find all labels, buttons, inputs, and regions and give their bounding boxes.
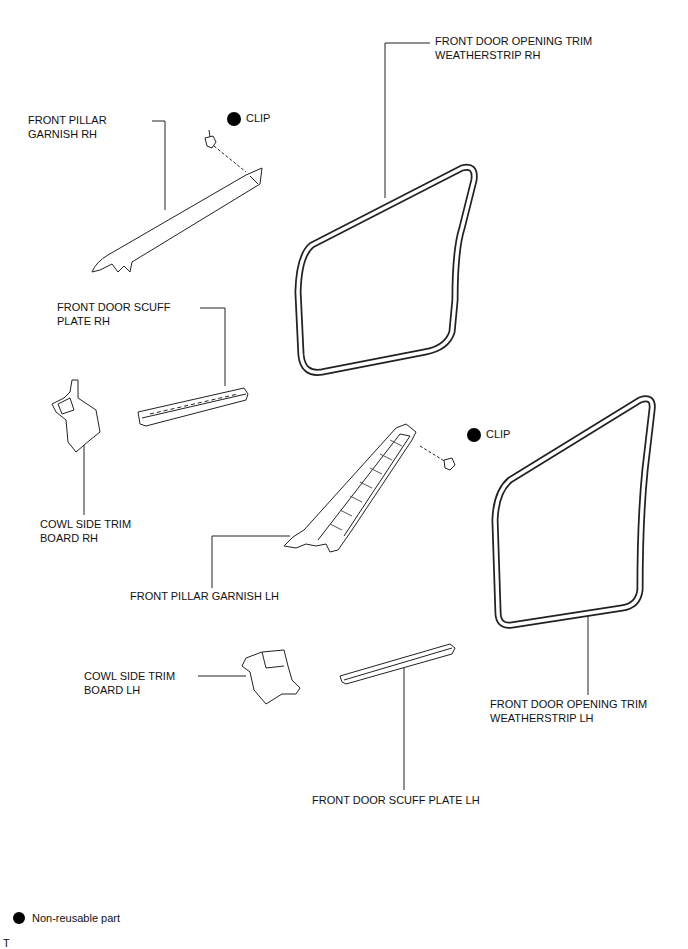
part-name: FRONT DOOR OPENING TRIM WEATHERSTRIP RH — [435, 34, 625, 62]
part-name: FRONT DOOR SCUFF PLATE RH — [57, 300, 187, 328]
part-name: FRONT PILLAR GARNISH RH — [28, 113, 128, 141]
clip-label: CLIP — [246, 111, 306, 125]
part-name: COWL SIDE TRIM BOARD LH — [84, 669, 194, 697]
legend-dot — [13, 912, 25, 924]
part-name: COWL SIDE TRIM BOARD RH — [40, 517, 150, 545]
part-name: FRONT DOOR OPENING TRIM WEATHERSTRIP LH — [490, 697, 680, 725]
part-name: FRONT PILLAR GARNISH LH — [130, 589, 330, 603]
legend-text: Non-reusable part — [32, 911, 232, 925]
part-name: FRONT DOOR SCUFF PLATE LH — [312, 793, 532, 807]
clip-label: CLIP — [486, 427, 546, 441]
figure-code: T — [3, 936, 23, 949]
